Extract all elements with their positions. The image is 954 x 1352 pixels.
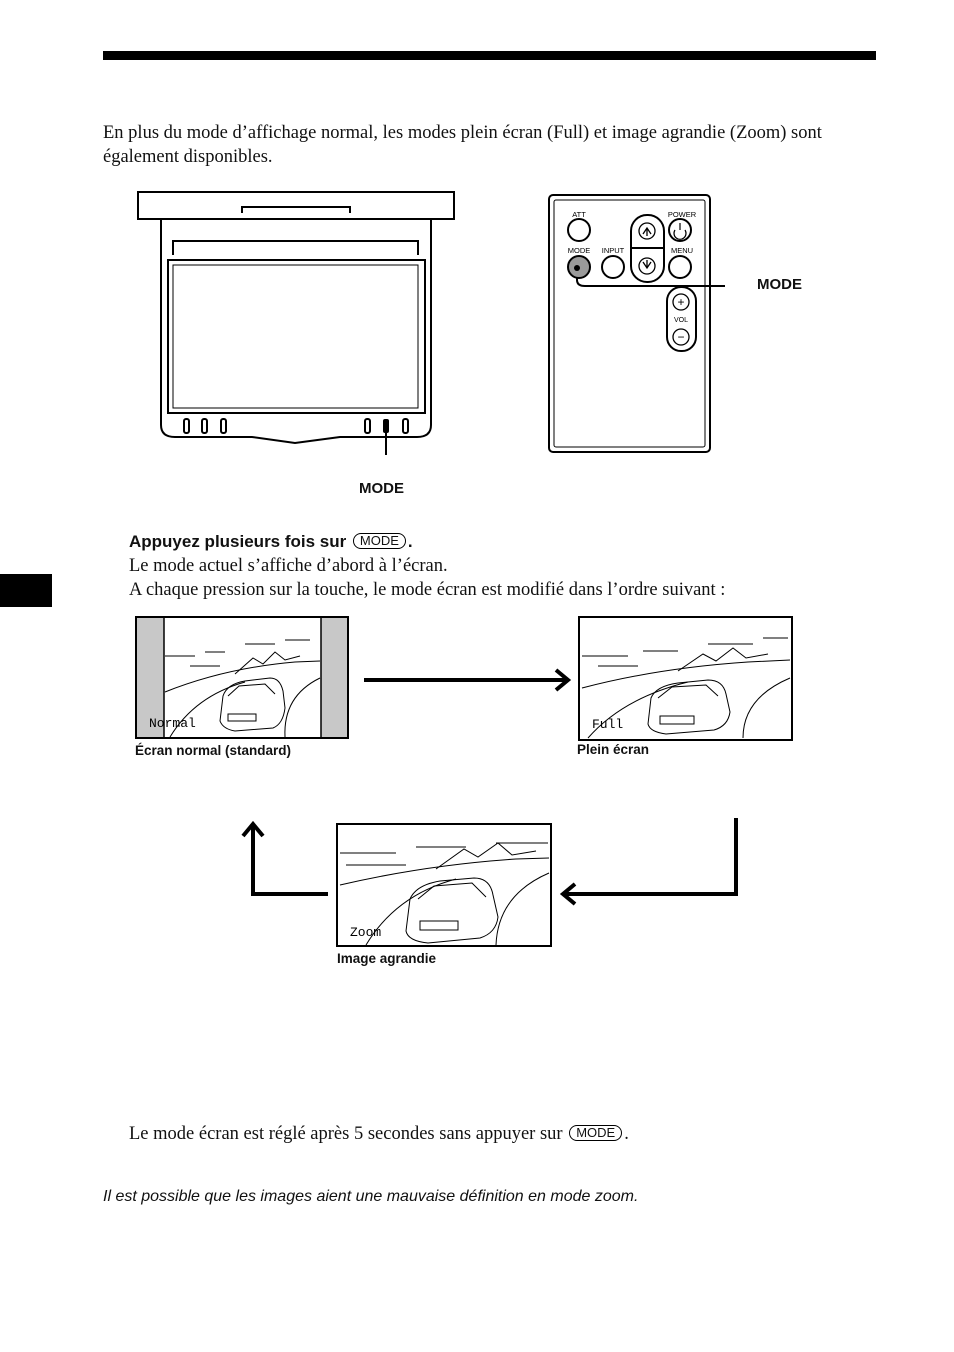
monitor-illustration <box>137 191 455 455</box>
vol-label: VOL <box>674 317 688 324</box>
monitor-screen <box>167 259 426 414</box>
input-button[interactable] <box>601 255 625 279</box>
normal-osd: Normal <box>149 716 196 731</box>
menu-button[interactable] <box>668 255 692 279</box>
remote-mode-callout: MODE <box>757 276 802 293</box>
intro-paragraph: En plus du mode d’affichage normal, les … <box>103 123 822 167</box>
mode-label: MODE <box>568 246 591 255</box>
zoom-tip: Il est possible que les images aient une… <box>103 1188 639 1205</box>
monitor-mode-label: MODE <box>359 480 404 497</box>
zoom-caption: Image agrandie <box>337 951 437 966</box>
note-end: . <box>624 1124 629 1144</box>
step-line-2: A chaque pression sur la touche, le mode… <box>129 580 726 600</box>
screen-normal: Normal <box>135 616 349 739</box>
input-label: INPUT <box>602 246 625 255</box>
vol-plus-label: + <box>677 295 684 309</box>
step-line-1: Le mode actuel s’affiche d’abord à l’écr… <box>129 556 448 576</box>
menu-label: MENU <box>671 246 693 255</box>
header-rule <box>103 51 876 60</box>
arrow-full-to-zoom <box>564 818 738 896</box>
monitor-mode-button[interactable] <box>383 419 389 433</box>
power-button[interactable] <box>668 218 692 242</box>
timeout-note: Le mode écran est réglé après 5 secondes… <box>129 1122 629 1146</box>
note-mode-key: MODE <box>569 1125 623 1141</box>
screen-full: Full <box>578 616 793 741</box>
vol-minus-label: − <box>677 330 684 344</box>
att-label: ATT <box>572 210 586 219</box>
power-label: POWER <box>668 210 697 219</box>
step-title: Appuyez plusieurs fois sur <box>129 532 347 551</box>
zoom-osd: Zoom <box>350 925 381 940</box>
normal-caption: Écran normal (standard) <box>135 743 292 758</box>
note-text: Le mode écran est réglé après 5 secondes… <box>129 1124 563 1144</box>
monitor-housing <box>137 191 455 220</box>
full-caption: Plein écran <box>577 742 650 757</box>
screen-zoom: Zoom <box>336 823 552 947</box>
remote-illustration: ATT POWER MODE INPUT MENU + VOL − <box>548 194 725 453</box>
section-tab <box>0 574 52 607</box>
att-button[interactable] <box>567 218 591 242</box>
mode-key: MODE <box>352 533 406 549</box>
arrow-zoom-to-normal <box>251 826 328 896</box>
step-block: Appuyez plusieurs fois sur MODE. Le mode… <box>129 530 909 602</box>
full-osd: Full <box>592 717 623 732</box>
remote-body <box>548 194 711 453</box>
step-title-end: . <box>407 532 413 551</box>
